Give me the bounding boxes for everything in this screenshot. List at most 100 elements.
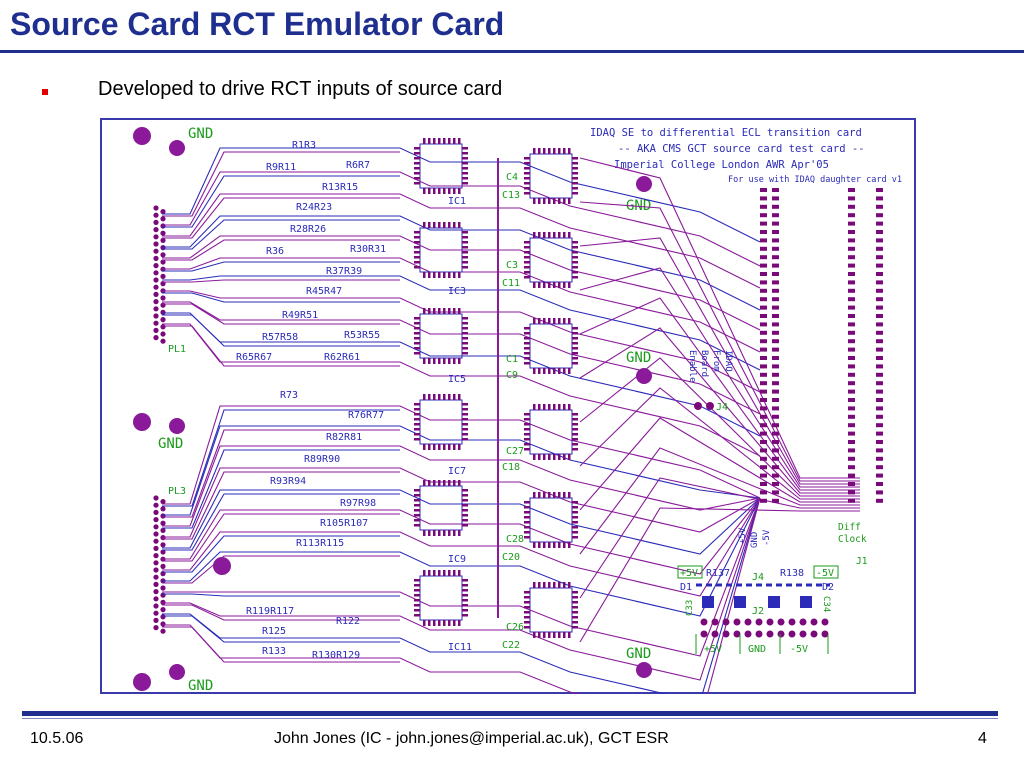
label-resistor-17: R82R81 <box>326 432 362 443</box>
label-c27: C27 <box>506 446 524 457</box>
label-c34: C34 <box>821 596 831 612</box>
label-resistor-1: R9R11 <box>266 162 296 173</box>
label-resistor-2: R6R7 <box>346 160 370 171</box>
label-j4: J4 <box>752 572 764 583</box>
pcb-header-line-4: For use with IDAQ daughter card v1 <box>728 175 902 185</box>
gnd-label-top-left: GND <box>188 126 213 142</box>
label-minus5v: -5V <box>816 568 834 579</box>
label-c9: C9 <box>506 370 518 381</box>
svg-text:-5V: -5V <box>762 529 772 546</box>
label-resistor-12: R53R55 <box>344 330 380 341</box>
svg-text:GND: GND <box>748 644 766 655</box>
label-c33: C33 <box>685 600 695 616</box>
label-j2: J2 <box>752 606 764 617</box>
gnd-label-mid-left: GND <box>158 436 183 452</box>
slide-title: Source Card RCT Emulator Card <box>10 6 505 42</box>
ic-footprints <box>414 138 578 638</box>
power-supply-block: +5V -5V D1 D2 R137 R138 +5V GND -5V J4 C… <box>677 527 839 655</box>
pcb-header: IDAQ SE to differential ECL transition c… <box>590 127 902 185</box>
title-divider <box>0 50 1024 53</box>
gnd-labels: GND GND GND GND GND GND <box>158 126 651 694</box>
footer-author: John Jones (IC - john.jones@imperial.ac.… <box>274 730 669 747</box>
label-resistor-14: R62R61 <box>324 352 360 363</box>
label-resistor-21: R105R107 <box>320 518 368 529</box>
label-board: Board <box>699 350 709 377</box>
svg-text:+5V: +5V <box>738 527 748 544</box>
pcb-header-line-1: IDAQ SE to differential ECL transition c… <box>590 127 862 139</box>
label-resistor-25: R125 <box>262 626 286 637</box>
connector-labels: PL1 PL3 <box>168 344 186 497</box>
label-j1: J1 <box>856 556 868 567</box>
label-resistor-8: R37R39 <box>326 266 362 277</box>
footer-divider-thin <box>22 718 998 719</box>
j1-labels: Diff Clock J1 <box>838 522 868 567</box>
label-resistor-23: R119R117 <box>246 606 294 617</box>
label-clock: Clock <box>838 534 867 545</box>
label-ic11: IC11 <box>448 642 472 653</box>
bullet-text: Developed to drive RCT inputs of source … <box>98 78 503 100</box>
mounting-holes <box>133 127 652 691</box>
label-pl3: PL3 <box>168 486 186 497</box>
gnd-label-bottom-left: GND <box>188 678 213 694</box>
label-resistor-5: R28R26 <box>290 224 326 235</box>
label-enable: Enable <box>687 350 697 383</box>
label-c4: C4 <box>506 172 518 183</box>
svg-text:-5V: -5V <box>790 644 808 655</box>
label-c1: C1 <box>506 354 518 365</box>
svg-text:GND: GND <box>750 532 760 548</box>
label-ic7: IC7 <box>448 466 466 477</box>
svg-text:+5V: +5V <box>704 644 722 655</box>
label-resistor-18: R89R90 <box>304 454 340 465</box>
label-diff: Diff <box>838 522 861 533</box>
label-c11: C11 <box>502 278 520 289</box>
label-c26: C26 <box>506 622 524 633</box>
label-resistor-22: R113R115 <box>296 538 344 549</box>
gnd-label-mid-right: GND <box>626 350 651 366</box>
label-resistor-16: R76R77 <box>348 410 384 421</box>
footer-date: 10.5.06 <box>30 730 84 747</box>
label-resistor-15: R73 <box>280 390 298 401</box>
footer-page-number: 4 <box>978 730 987 747</box>
label-resistor-4: R24R23 <box>296 202 332 213</box>
label-c20: C20 <box>502 552 520 563</box>
label-resistor-0: R1R3 <box>292 140 316 151</box>
label-r138: R138 <box>780 568 804 579</box>
label-idaq: IDAQ <box>723 350 733 372</box>
label-plus5v: +5V <box>680 568 698 579</box>
connector-j1-pins <box>760 188 883 503</box>
pcb-header-line-2: -- AKA CMS GCT source card test card -- <box>618 143 865 155</box>
label-resistor-11: R57R58 <box>262 332 298 343</box>
label-resistor-20: R97R98 <box>340 498 376 509</box>
label-from: From <box>711 350 721 372</box>
label-ic9: IC9 <box>448 554 466 565</box>
label-j3: J4 <box>716 402 728 413</box>
label-resistor-7: R36 <box>266 246 284 257</box>
label-ic1: IC1 <box>448 196 466 207</box>
j3-enable-label: Enable Board From IDAQ <box>687 350 733 383</box>
label-resistor-27: R133 <box>262 646 286 657</box>
label-c22: C22 <box>502 640 520 651</box>
pcb-layout-image: IDAQ SE to differential ECL transition c… <box>100 118 916 694</box>
label-resistor-3: R13R15 <box>322 182 358 193</box>
bullet-marker <box>42 89 48 95</box>
label-resistor-26: R130R129 <box>312 650 360 661</box>
label-ic3: IC3 <box>448 286 466 297</box>
label-r137: R137 <box>706 568 730 579</box>
footer-divider <box>22 711 998 716</box>
pcb-header-line-3: Imperial College London AWR Apr'05 <box>614 159 829 171</box>
label-resistor-13: R65R67 <box>236 352 272 363</box>
label-c13: C13 <box>502 190 520 201</box>
label-d2: D2 <box>822 582 834 593</box>
label-c3: C3 <box>506 260 518 271</box>
gnd-label-bottom-right: GND <box>626 646 651 662</box>
label-resistor-9: R45R47 <box>306 286 342 297</box>
label-ic5: IC5 <box>448 374 466 385</box>
label-resistor-24: R122 <box>336 616 360 627</box>
label-c28: C28 <box>506 534 524 545</box>
connector-pl1-pins <box>153 205 166 344</box>
label-c18: C18 <box>502 462 520 473</box>
label-resistor-10: R49R51 <box>282 310 318 321</box>
label-resistor-19: R93R94 <box>270 476 306 487</box>
label-resistor-6: R30R31 <box>350 244 386 255</box>
